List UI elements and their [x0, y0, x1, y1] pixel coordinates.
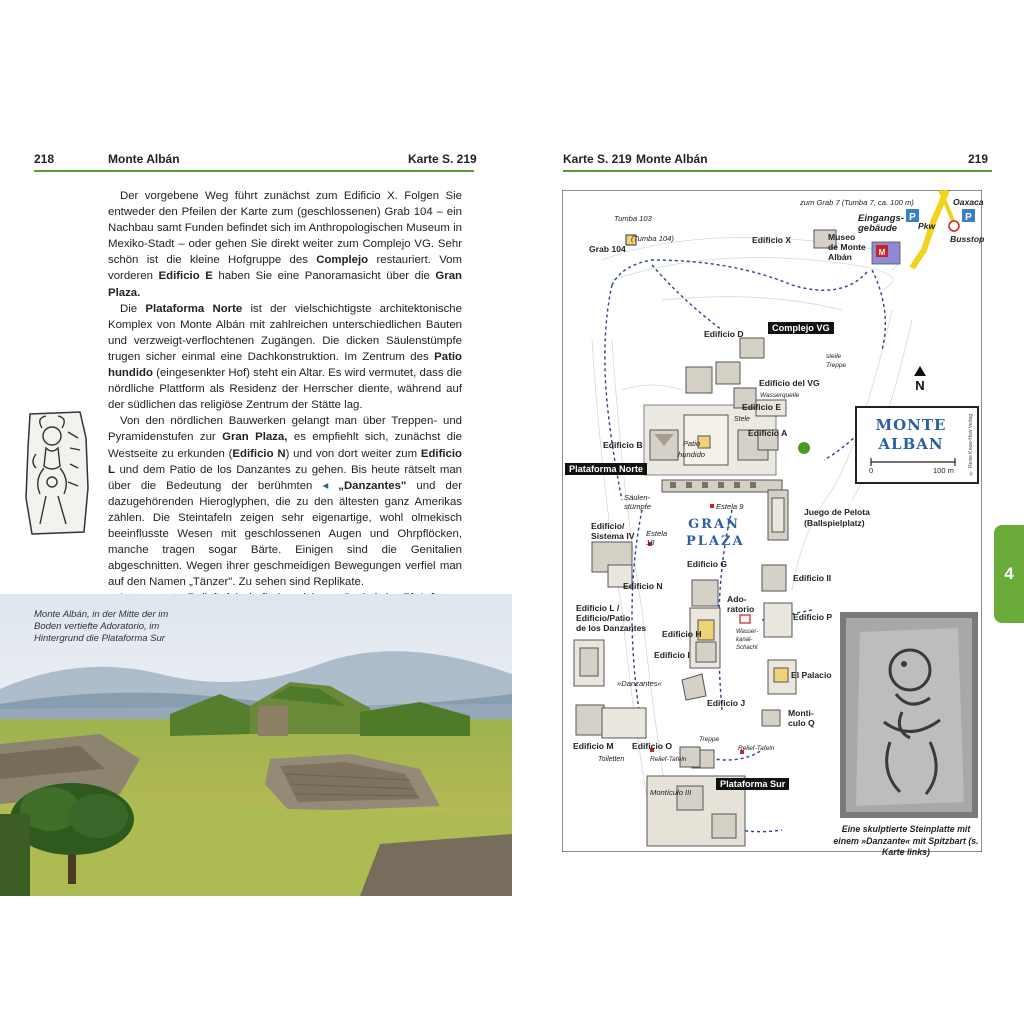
label-relief-right: Relief-Tafeln: [738, 745, 775, 752]
danzante-relief-drawing: [25, 411, 89, 535]
label-plataforma-norte: Plataforma Norte: [565, 463, 648, 475]
label-edificio-h: Edificio H: [662, 629, 702, 639]
label-relief-left: Relief-Tafeln: [650, 756, 687, 763]
label-edificio-d: Edificio D: [704, 329, 744, 339]
label-edificio-vg: Edificio del VG: [759, 378, 820, 388]
label-tumba103: Tumba 103: [614, 214, 652, 223]
label-edificio-p: Edificio P: [793, 612, 833, 622]
label-monticulo-iii: Montículo III: [650, 788, 692, 797]
page-number-left: 218: [34, 152, 55, 166]
label-edificio-b: Edificio B: [603, 440, 643, 450]
header-rule-left: [34, 170, 474, 172]
label-grab7: zum Grab 7 (Tumba 7, ca. 100 m): [800, 198, 914, 207]
scale-bar: [870, 458, 956, 466]
label-gran-plaza: GRAN PLAZA: [686, 516, 745, 550]
bus-stop-icon: [948, 220, 960, 232]
label-tumba104: (Tumba 104): [631, 234, 674, 243]
label-busstop: Busstop: [950, 234, 985, 244]
plaza-text: PLAZA: [686, 534, 745, 549]
label-edificio-o: Edificio O: [632, 741, 673, 751]
label-saeulen: Säulen- stümpfe: [624, 493, 652, 511]
label-edificio-a: Edificio A: [748, 428, 788, 438]
header-rule-right: [563, 170, 992, 172]
label-pkw: Pkw: [918, 221, 936, 231]
label-eingang: Eingangs- gebäude: [858, 213, 904, 234]
label-adoratorio: Ado- ratorio: [727, 594, 755, 614]
page-title-left: Monte Albán: [108, 152, 180, 166]
label-grab104: Grab 104: [589, 244, 626, 254]
paragraph-1: Der vorgebene Weg führt zunächst zum Edi…: [108, 190, 463, 299]
map-ref-right: Karte S. 219: [563, 152, 632, 166]
label-edificio-l: Edificio L / Edificio/Patio de los Danza…: [576, 603, 647, 633]
label-el-palacio: El Palacio: [791, 670, 832, 680]
label-plataforma-sur: Plataforma Sur: [716, 778, 790, 790]
label-treppe: Treppe: [699, 736, 720, 743]
photo-caption-right: Eine skulptierte Steinplatte mit einem »…: [833, 824, 979, 857]
label-edificio-m: Edificio M: [573, 741, 614, 751]
label-edificio-sistema: Edificio/ Sistema IV: [591, 521, 635, 541]
map-title-line1: MONTE: [875, 416, 947, 434]
label-danzantes: »Danzantes«: [617, 679, 662, 688]
label-wasserquelle: Wasserquelle: [760, 392, 800, 399]
parking-icon: P: [909, 212, 916, 223]
label-edificio-x: Edificio X: [752, 235, 792, 245]
label-edificio-i: Edificio I: [654, 650, 690, 660]
label-patio-hundido: Patio hundido: [678, 439, 706, 459]
photo-caption-left: Monte Albán, in der Mitte der im Boden v…: [34, 609, 169, 644]
label-estela9: Estela 9: [716, 502, 744, 511]
scale-start: 0: [869, 466, 874, 475]
label-complejo-vg: Complejo VG: [768, 322, 834, 334]
label-museo: Museo de Monte Albán: [828, 232, 866, 262]
museum-icon: M: [879, 248, 886, 257]
chapter-tab: 4: [994, 525, 1024, 623]
label-steile-treppe: steile Treppe: [826, 353, 847, 369]
parking-icon-2: P: [965, 212, 972, 223]
label-estela18: Estela 18: [646, 529, 668, 547]
label-edificio-g: Edificio G: [687, 559, 728, 569]
left-page: 218 Monte Albán Karte S. 219 Der vorgebe…: [0, 152, 512, 896]
label-edificio-n: Edificio N: [623, 581, 663, 591]
label-wasserkanal: Wasser- kanal- Schacht: [736, 629, 759, 651]
label-toiletten: Toiletten: [598, 756, 625, 763]
paragraph-2: Die Plataforma Norte ist der vielschicht…: [108, 302, 462, 412]
page-title-right: Monte Albán: [636, 152, 708, 166]
label-edificio-e: Edificio E: [742, 402, 782, 412]
label-monticulo-q: Monti- culo Q: [788, 708, 815, 728]
label-oaxaca: Oaxaca: [953, 197, 984, 207]
body-text: Der vorgebene Weg führt zunächst zum Edi…: [108, 188, 462, 623]
page-number-right: 219: [968, 152, 989, 166]
map-title-line2: ALBAN: [878, 435, 944, 453]
north-arrow-icon: N: [915, 378, 924, 393]
label-edificio-j: Edificio J: [707, 698, 746, 708]
paragraph-3: Von den nördlichen Bauwerken gelangt man…: [108, 415, 462, 589]
site-photo: [0, 594, 512, 896]
map-copyright: © Reise Know-How Verlag: [968, 414, 974, 476]
label-edificio-ii: Edificio II: [793, 573, 832, 583]
map-ref-left: Karte S. 219: [408, 152, 477, 166]
label-juego-pelota: Juego de Pelota (Ballspielplatz): [804, 507, 870, 528]
gran-text: GRAN: [688, 517, 740, 532]
danzante-photo: [840, 612, 978, 818]
scale-end: 100 m: [933, 466, 954, 475]
label-stele: Stele: [734, 416, 750, 423]
